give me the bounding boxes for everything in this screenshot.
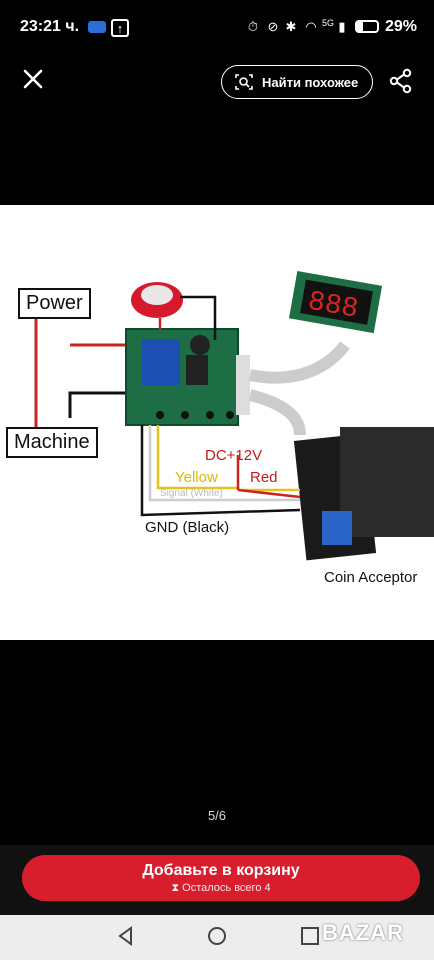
hourglass-icon: ⧗ (171, 881, 180, 894)
recents-icon[interactable] (299, 925, 321, 947)
image-search-icon (234, 72, 254, 92)
home-icon[interactable] (206, 925, 228, 947)
red-label: Red (250, 469, 278, 486)
bluetooth-icon: ✱ (285, 19, 297, 34)
upload-icon: ↑ (111, 19, 129, 37)
stock-text: ⧗ Осталось всего 4 (171, 881, 271, 894)
find-similar-button[interactable]: Найти похожее (221, 65, 373, 99)
product-image[interactable]: 888 Power Machine DC+12V Yellow Red Sign… (0, 205, 434, 640)
notification-icon (88, 21, 106, 33)
network-type: 5G (321, 18, 334, 28)
battery-percent: 29% (385, 18, 418, 35)
share-icon[interactable] (388, 68, 414, 94)
close-icon[interactable] (20, 66, 46, 92)
battery-icon (355, 20, 379, 33)
status-time: 23:21 ч. (20, 18, 80, 35)
system-nav-bar (0, 915, 434, 960)
wiring-diagram: 888 (34, 270, 434, 561)
add-to-cart-button[interactable]: Добавьте в корзину ⧗ Осталось всего 4 (22, 855, 420, 901)
dc-label: DC+12V (205, 447, 263, 464)
signal-label: Signal (White) (160, 488, 223, 499)
gnd-label: GND (Black) (145, 519, 230, 536)
find-similar-label: Найти похожее (262, 74, 359, 90)
watermark: BAZAR (322, 920, 404, 945)
back-icon[interactable] (115, 925, 137, 947)
add-to-cart-label: Добавьте в корзину (142, 861, 300, 879)
no-disturb-icon: ⊘ (267, 19, 279, 34)
signal-icon: ▮ (338, 19, 346, 34)
coin-acceptor-label: Coin Acceptor (324, 569, 418, 586)
alarm-icon: ⏱ (247, 19, 259, 34)
image-counter: 5/6 (207, 808, 227, 823)
machine-label: Machine (6, 427, 98, 458)
wifi-icon: ◠ (305, 19, 317, 34)
status-bar: 23:21 ч. ↑ ⏱ ⊘ ✱ ◠ 5G ▮ 29% (0, 0, 434, 58)
yellow-label: Yellow (175, 469, 218, 486)
power-label: Power (18, 288, 91, 319)
